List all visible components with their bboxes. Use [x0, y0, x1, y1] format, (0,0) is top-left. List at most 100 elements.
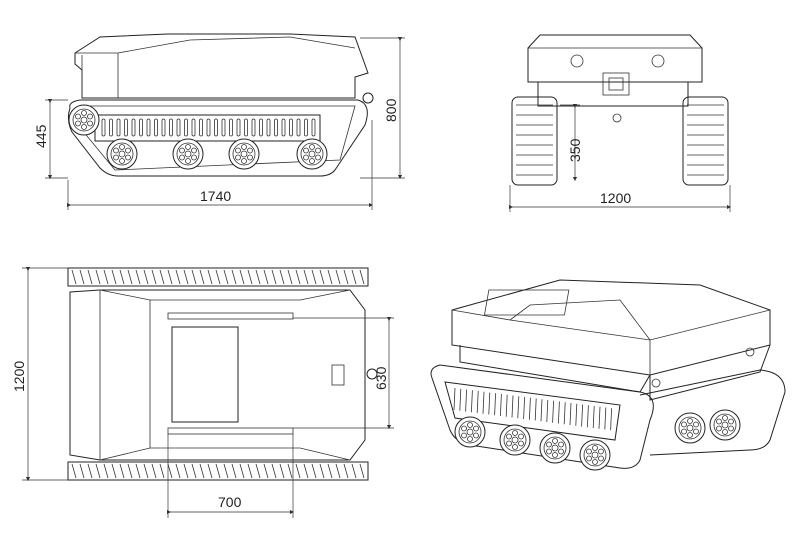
track-tread	[223, 463, 229, 479]
vent-slot	[154, 118, 158, 137]
vent-slot	[191, 118, 196, 137]
front-view	[511, 34, 729, 186]
track-tread	[343, 463, 349, 479]
vent-slot	[540, 399, 543, 422]
track-tread	[199, 463, 205, 479]
track-tread	[351, 269, 357, 285]
vent-slot	[494, 393, 496, 416]
track-tread	[271, 269, 277, 285]
vent-slot	[109, 118, 113, 137]
track-tread	[167, 269, 173, 285]
track-tread	[143, 269, 149, 285]
vent-slot	[453, 387, 456, 411]
track-tread	[183, 269, 189, 285]
vent-slot	[101, 118, 106, 137]
track-tread	[79, 463, 85, 479]
track-tread	[287, 463, 293, 479]
vent-slot	[511, 395, 514, 418]
ground-clearance-label: 350	[567, 138, 583, 162]
track-tread	[327, 463, 333, 479]
track-tread	[279, 463, 285, 479]
track-tread	[183, 463, 189, 479]
vent-slot	[471, 390, 473, 413]
track-tread	[71, 463, 77, 479]
vent-slot	[598, 406, 601, 429]
plate-width-label: 630	[373, 366, 389, 390]
track-tread	[295, 269, 301, 285]
isometric-view	[430, 279, 786, 471]
track-tread	[255, 269, 261, 285]
vent-slot	[534, 398, 537, 421]
track-tread	[319, 269, 325, 285]
vent-slot	[505, 394, 508, 417]
side-dimensions	[45, 36, 405, 210]
track-tread	[335, 269, 341, 285]
track-tread	[327, 269, 333, 285]
vent-slot	[229, 118, 233, 137]
vent-slot	[214, 118, 218, 137]
side-view	[67, 33, 374, 177]
track-tread	[303, 269, 309, 285]
track-tread	[159, 269, 165, 285]
track-tread	[71, 269, 77, 285]
vent-slot	[311, 118, 316, 137]
track-height-label: 445	[33, 124, 49, 148]
track-tread	[359, 463, 365, 479]
vent-slot	[563, 402, 566, 425]
track-tread	[271, 463, 277, 479]
vent-slot	[221, 118, 226, 137]
track-tread	[87, 463, 93, 479]
track-tread	[335, 463, 341, 479]
vent-slot	[116, 118, 121, 137]
vent-slot	[465, 389, 467, 412]
track-tread	[191, 269, 197, 285]
front-dimensions	[508, 103, 732, 212]
vent-slot	[610, 408, 612, 431]
track-tread	[135, 269, 141, 285]
vent-slot	[459, 388, 462, 411]
top-dimensions	[22, 266, 394, 518]
vent-slot	[587, 405, 589, 428]
track-tread	[263, 463, 269, 479]
vent-slot	[488, 392, 491, 415]
vent-slot	[552, 400, 554, 423]
track-tread	[111, 269, 117, 285]
track-tread	[215, 269, 221, 285]
vent-slot	[236, 118, 241, 137]
track-tread	[247, 269, 253, 285]
track-tread	[167, 463, 173, 479]
track-tread	[303, 463, 309, 479]
track-tread	[199, 269, 205, 285]
track-tread	[151, 269, 157, 285]
vent-slot	[266, 118, 271, 137]
track-tread	[311, 463, 317, 479]
vent-slot	[296, 118, 301, 137]
vent-slot	[139, 118, 143, 137]
track-tread	[239, 269, 245, 285]
vent-slot	[558, 401, 560, 424]
vent-slot	[251, 118, 256, 137]
vent-slot	[523, 396, 525, 420]
track-tread	[103, 269, 109, 285]
vent-slot	[476, 390, 479, 414]
vent-slot	[569, 402, 572, 426]
vent-slot	[131, 118, 136, 137]
vent-slot	[169, 118, 173, 137]
track-tread	[231, 269, 237, 285]
vent-slot	[124, 118, 128, 137]
vent-slot	[184, 118, 188, 137]
vent-slot	[146, 118, 151, 137]
vent-slot	[482, 391, 485, 414]
track-tread	[279, 269, 285, 285]
track-tread	[175, 463, 181, 479]
track-tread	[215, 463, 221, 479]
track-tread	[247, 463, 253, 479]
plate-length-label: 700	[218, 494, 242, 510]
track-tread	[103, 463, 109, 479]
length-label: 1740	[200, 188, 231, 204]
track-tread	[311, 269, 317, 285]
track-tread	[351, 463, 357, 479]
track-tread	[207, 463, 213, 479]
track-tread	[87, 269, 93, 285]
